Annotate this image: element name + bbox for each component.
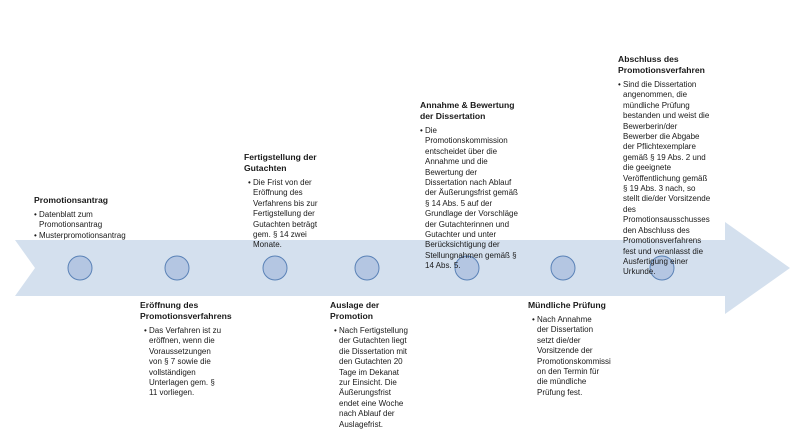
step-title: Eröffnung des Promotionsverfahrens [140, 300, 232, 321]
step-auslage-promotion: Auslage der Promotion Nach Fertigstellun… [330, 300, 410, 430]
step-eroeffnung: Eröffnung des Promotionsverfahrens Das V… [140, 300, 235, 399]
step-abschluss: Abschluss des Promotionsverfahren Sind d… [618, 54, 713, 278]
step-bullet: Nach Annahme der Dissertation setzt die/… [532, 315, 611, 398]
step-bullet-list: Die Frist von der Eröffnung des Verfahre… [244, 178, 320, 251]
step-title: Annahme & Bewertung der Dissertation [420, 100, 515, 121]
step-title: Fertigstellung der Gutachten [244, 152, 317, 173]
step-bullet: Musterpromotionsantrag [34, 231, 144, 242]
step-bullet: Die Frist von der Eröffnung des Verfahre… [248, 178, 320, 251]
step-title: Mündliche Prüfung [528, 300, 606, 310]
step-bullet-list: Nach Fertigstellung der Gutachten liegt … [330, 326, 408, 430]
step-bullet: Die Promotionskommission entscheidet übe… [420, 126, 518, 272]
step-annahme-bewertung: Annahme & Bewertung der Dissertation Die… [420, 100, 518, 272]
step-title: Abschluss des Promotionsverfahren [618, 54, 705, 75]
step-title: Auslage der Promotion [330, 300, 380, 321]
step-muendliche-pruefung: Mündliche Prüfung Nach Annahme der Disse… [528, 300, 612, 398]
step-bullet: Das Verfahren ist zu eröffnen, wenn die … [144, 326, 224, 399]
step-bullet: Nach Fertigstellung der Gutachten liegt … [334, 326, 408, 430]
step-promotionsantrag: Promotionsantrag Datenblatt zum Promotio… [34, 195, 144, 242]
step-bullet: Sind die Dissertation angenommen, die mü… [618, 80, 713, 278]
milestone-circle-3 [262, 255, 288, 281]
step-bullet-list: Die Promotionskommission entscheidet übe… [420, 126, 518, 272]
step-bullet-list: Nach Annahme der Dissertation setzt die/… [528, 315, 611, 398]
milestone-circle-6 [550, 255, 576, 281]
milestone-circle-2 [164, 255, 190, 281]
timeline-arrow [15, 222, 790, 314]
step-bullet-list: Das Verfahren ist zu eröffnen, wenn die … [140, 326, 224, 399]
milestone-circle-4 [354, 255, 380, 281]
step-bullet-list: Datenblatt zum Promotionsantrag Musterpr… [34, 210, 144, 242]
step-fertigstellung-gutachten: Fertigstellung der Gutachten Die Frist v… [244, 152, 322, 251]
step-bullet-list: Sind die Dissertation angenommen, die mü… [618, 80, 713, 278]
milestone-circle-1 [67, 255, 93, 281]
step-bullet: Datenblatt zum Promotionsantrag [34, 210, 144, 231]
step-title: Promotionsantrag [34, 195, 109, 205]
